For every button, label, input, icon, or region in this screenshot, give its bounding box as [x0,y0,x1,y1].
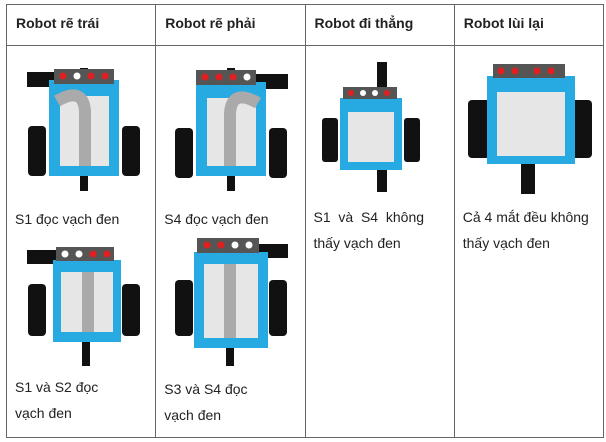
sensor-led-white-icon [75,250,83,258]
sensor-led-red-icon [59,72,67,80]
sensor-led-red-icon [201,73,209,81]
cell-turn-left: S1 đọc vạch đen S1 và S2 đọc [5,45,157,438]
caption-right-s3s4-l1: S3 và S4 đọc [164,381,248,397]
caption-back-l2: thấy vạch đen [462,235,550,251]
sensor-led-red-icon [101,72,109,80]
sensor-bar [492,64,565,78]
sensor-led-white-icon [231,241,239,249]
caption-left-s1s2-l2: vạch đen [15,405,72,421]
header-go-straight: Robot đi thẳng [304,4,455,46]
sensor-led-red-icon [347,90,354,96]
caption-straight-l2: thấy vạch đen [313,235,401,251]
header-turn-left: Robot rẽ trái [5,4,157,46]
sensor-led-red-icon [533,67,541,75]
sensor-led-red-icon [89,250,97,258]
cell-turn-right: S4 đọc vạch đen S3 và S4 đọc [155,45,306,438]
sensor-bar [196,70,257,85]
sensor-bar [56,247,114,261]
sensor-led-red-icon [103,250,111,258]
sensor-led-red-icon [229,73,237,81]
sensor-led-white-icon [371,90,378,96]
sensor-led-red-icon [87,72,95,80]
caption-right-s3s4-l2: vạch đen [164,407,222,423]
sensor-led-red-icon [511,67,519,75]
header-turn-right: Robot rẽ phải [155,4,306,46]
robot-turn-left-s1s2-icon [23,246,145,371]
robot-turn-right-s3s4-icon [170,236,292,366]
sensor-led-white-icon [61,250,69,258]
sensor-led-white-icon [73,72,81,80]
robot-straight-icon [320,62,442,192]
sensor-bar [197,238,260,253]
sensor-led-red-icon [217,241,225,249]
robot-behavior-table: Robot rẽ trái Robot rẽ phải Robot đi thẳ… [5,4,605,438]
sensor-led-red-icon [547,67,555,75]
sensor-led-red-icon [215,73,223,81]
sensor-led-red-icon [203,241,211,249]
sensor-led-white-icon [359,90,366,96]
sensor-led-white-icon [243,73,251,81]
sensor-bar [342,87,397,99]
cell-go-back: Cả 4 mắt đều không thấy vạch đen [453,45,605,438]
cell-go-straight: S1 và S4 không thấy vạch đen [304,45,455,438]
caption-back-l1: Cả 4 mắt đều không [462,209,589,225]
sensor-led-red-icon [383,90,390,96]
caption-right-s4: S4 đọc vạch đen [164,211,269,227]
sensor-bar [54,69,114,84]
robot-back-icon [465,58,595,198]
robot-turn-right-s4-icon [170,66,292,191]
robot-turn-left-s1-icon [23,66,145,191]
sensor-led-red-icon [497,67,505,75]
caption-left-s1: S1 đọc vạch đen [15,211,120,227]
header-go-back: Robot lùi lại [453,4,605,46]
caption-straight-l1: S1 và S4 không [313,209,425,225]
caption-left-s1s2-l1: S1 và S2 đọc [15,379,99,395]
sensor-led-white-icon [245,241,253,249]
